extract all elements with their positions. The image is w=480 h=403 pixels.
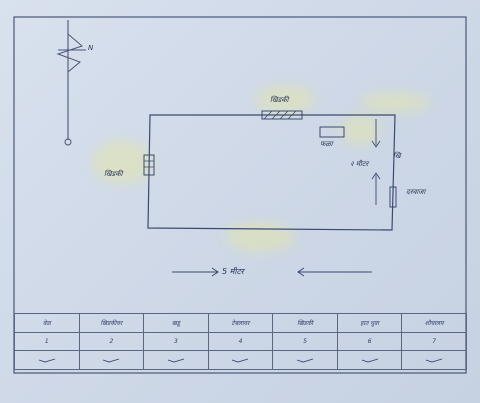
board-label: फळा bbox=[320, 140, 333, 148]
top-wall-label: खिडकी bbox=[270, 96, 289, 104]
stain-mark bbox=[255, 85, 315, 113]
stain-mark bbox=[360, 92, 430, 112]
tick-icon bbox=[273, 351, 338, 370]
table-number: 7 bbox=[402, 332, 467, 352]
tick-icon bbox=[208, 351, 274, 370]
stain-mark bbox=[92, 140, 152, 184]
small-window-label: खि bbox=[393, 152, 401, 160]
table-number: 2 bbox=[79, 332, 145, 352]
right-wall-label: दरवाजा bbox=[406, 188, 426, 196]
table-header: शौचालय bbox=[402, 314, 467, 333]
meter-label: २ मीटर bbox=[350, 160, 369, 168]
table-header: खडू bbox=[144, 314, 209, 333]
stain-mark bbox=[225, 222, 295, 252]
table-header: खिडकी bbox=[273, 314, 338, 333]
table-number: 6 bbox=[337, 332, 403, 352]
scale-label: 5 मीटर bbox=[222, 267, 244, 276]
north-label: N bbox=[88, 44, 94, 52]
table-number: 5 bbox=[273, 332, 338, 352]
tick-icon bbox=[337, 351, 403, 370]
table-header: हात धुवा bbox=[337, 314, 403, 333]
tick-icon bbox=[15, 351, 80, 370]
sketch-frame bbox=[13, 16, 467, 374]
stain-mark bbox=[340, 115, 380, 145]
room-outline bbox=[143, 110, 397, 231]
scale-line bbox=[172, 267, 372, 277]
results-table: वेळ खिडकीवर खडू टेबलावर खिडकी हात धुवा श… bbox=[14, 313, 467, 370]
left-wall-label: खिडकी bbox=[104, 170, 123, 178]
table-header: टेबलावर bbox=[208, 314, 274, 333]
table-header: खिडकीवर bbox=[79, 314, 145, 333]
tick-icon bbox=[79, 351, 145, 370]
tick-icon bbox=[144, 351, 209, 370]
table-header: वेळ bbox=[15, 314, 80, 333]
table-number: 4 bbox=[208, 332, 274, 352]
north-arrow-icon bbox=[56, 20, 86, 146]
table-number: 3 bbox=[144, 332, 209, 352]
table-number: 1 bbox=[15, 332, 80, 352]
tick-icon bbox=[402, 351, 467, 370]
